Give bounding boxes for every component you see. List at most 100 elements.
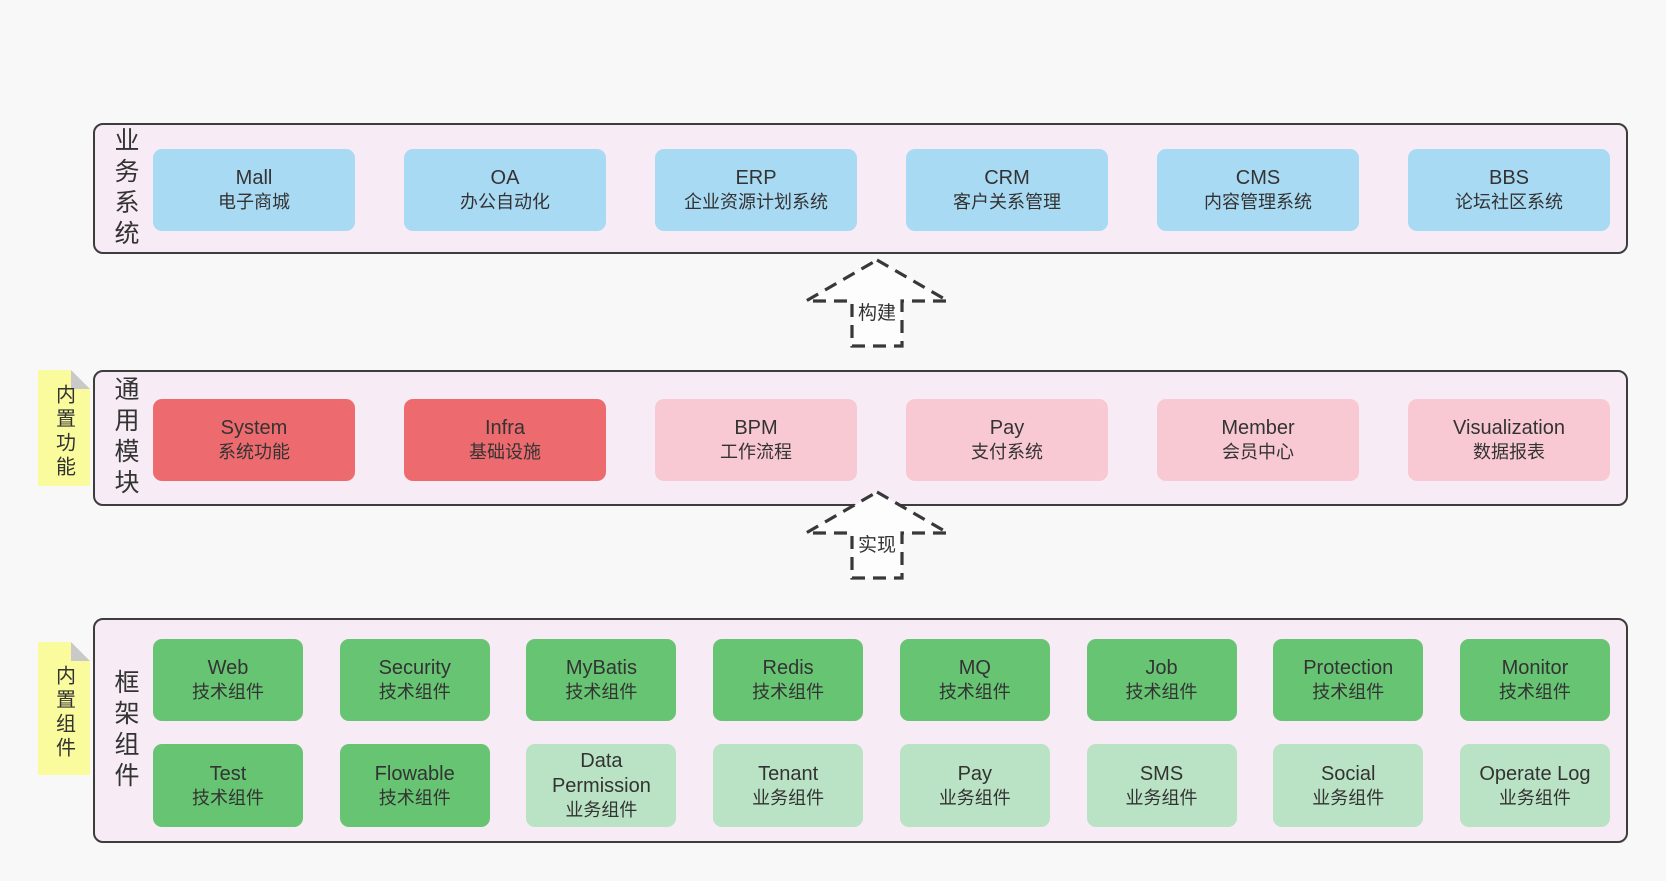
component-subtitle: 技术组件: [192, 682, 264, 703]
component-title: MQ: [958, 657, 991, 680]
component-title: ERP: [735, 167, 777, 190]
implement-arrow-label: 实现: [854, 530, 900, 557]
component-subtitle: 会员中心: [1222, 442, 1294, 463]
implement-arrow: 实现: [802, 488, 952, 582]
component-subtitle: 内容管理系统: [1204, 192, 1312, 213]
component-title: Pay: [957, 762, 993, 785]
component-title: BBS: [1488, 167, 1530, 190]
component-subtitle: 技术组件: [938, 682, 1011, 703]
component-title: Member: [1221, 417, 1295, 440]
component-title: Infra: [484, 417, 526, 440]
section-common-modules-label: 通用模块: [111, 376, 139, 500]
component-title: Redis: [762, 657, 814, 680]
component-title: Social: [1320, 762, 1376, 785]
component-subtitle: 业务组件: [938, 787, 1011, 808]
component-subtitle: 工作流程: [720, 442, 792, 463]
sticky-note-builtin-features-label: 内置功能: [52, 384, 75, 480]
build-arrow: 构建: [802, 256, 952, 350]
component-title: Mall: [235, 167, 273, 190]
component-subtitle: 业务组件: [1498, 787, 1571, 808]
component-title: BPM: [734, 417, 778, 440]
component-title: Test: [209, 762, 247, 785]
sticky-note-builtin-components: 内置组件: [38, 642, 90, 775]
component-title: Monitor: [1501, 657, 1569, 680]
component-subtitle: 业务组件: [752, 787, 825, 808]
component-subtitle: 技术组件: [1498, 682, 1571, 703]
component-subtitle: 企业资源计划系统: [684, 192, 828, 213]
component-subtitle: 技术组件: [378, 682, 451, 703]
component-title: Visualization: [1453, 417, 1565, 440]
component-title: Security: [378, 657, 451, 680]
component-title: Data Permission: [551, 750, 651, 798]
component-subtitle: 数据报表: [1473, 442, 1545, 463]
component-title: OA: [490, 167, 520, 190]
component-subtitle: 客户关系管理: [953, 192, 1061, 213]
component-title: Operate Log: [1479, 762, 1591, 785]
section-framework-components-label: 框架组件: [111, 668, 139, 793]
component-title: SMS: [1139, 762, 1184, 785]
component-subtitle: 技术组件: [752, 682, 825, 703]
component-subtitle: 业务组件: [1312, 787, 1385, 808]
build-arrow-label: 构建: [854, 298, 900, 325]
folded-corner-icon: [71, 370, 90, 389]
component-title: Tenant: [758, 762, 819, 785]
component-title: CMS: [1235, 167, 1281, 190]
component-subtitle: 系统功能: [218, 442, 290, 463]
component-subtitle: 电子商城: [218, 192, 290, 213]
component-title: Pay: [989, 417, 1025, 440]
component-title: Job: [1145, 657, 1178, 680]
component-title: Web: [207, 657, 249, 680]
component-subtitle: 业务组件: [565, 800, 638, 821]
component-subtitle: 基础设施: [469, 442, 541, 463]
component-subtitle: 论坛社区系统: [1455, 192, 1563, 213]
component-title: System: [220, 417, 288, 440]
component-subtitle: 技术组件: [192, 787, 264, 808]
component-subtitle: 技术组件: [1312, 682, 1385, 703]
component-title: CRM: [984, 167, 1030, 190]
sticky-note-builtin-components-label: 内置组件: [52, 664, 75, 761]
component-subtitle: 办公自动化: [460, 192, 550, 213]
component-subtitle: 支付系统: [971, 442, 1043, 463]
section-business-systems-label: 业务系统: [111, 126, 139, 251]
component-title: Flowable: [374, 762, 455, 785]
component-subtitle: 技术组件: [1125, 682, 1198, 703]
component-title: Protection: [1303, 657, 1394, 680]
component-subtitle: 技术组件: [565, 682, 638, 703]
